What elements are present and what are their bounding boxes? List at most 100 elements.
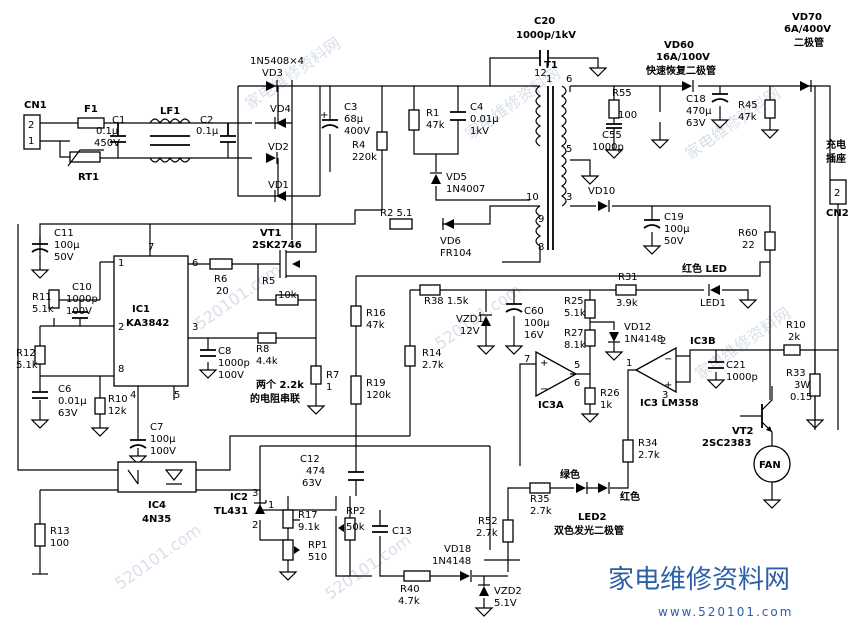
ground-symbol [306, 405, 326, 415]
vzd2-label: VZD2 [494, 586, 522, 597]
ground-symbol [604, 351, 624, 361]
svg-text:+: + [664, 380, 672, 391]
r40-value: 4.7k [398, 596, 420, 607]
t1-label: T1 [544, 60, 558, 71]
ic1-part: KA3842 [126, 318, 169, 329]
mosfet-vt1 [279, 224, 317, 300]
r34-value: 2.7k [638, 450, 660, 461]
capacitor-c11 [31, 243, 49, 253]
resistor-r4 [376, 131, 388, 151]
rp1-wiper [294, 546, 300, 554]
resistor-r2 [389, 218, 413, 230]
r34-label: R34 [638, 438, 658, 449]
r33-power: 3W [794, 380, 810, 391]
potentiometer-rp2 [344, 517, 356, 541]
r6-value: 20 [216, 286, 229, 297]
ground-symbol [476, 345, 524, 355]
r17-value: 9.1k [298, 522, 320, 533]
led1 [710, 285, 720, 295]
ic2-pin-3: 3 [252, 488, 258, 499]
wire [17, 224, 410, 574]
ic1-label: IC1 [132, 304, 150, 315]
led2-note: 双色发光二极管 [554, 524, 624, 537]
socket-label: 插座 [826, 152, 846, 165]
wire [519, 363, 591, 466]
r8-note: 两个 2.2k [256, 378, 304, 391]
c1-voltage: 450V [94, 138, 120, 149]
vt1-part: 2SK2746 [252, 240, 302, 251]
vd6-label: VD6 [440, 236, 461, 247]
resistor-r52 [502, 519, 514, 543]
r10-label: R10 [108, 394, 128, 405]
ic1-pin-2: 2 [118, 322, 124, 333]
c3-value: 68μ [344, 114, 364, 125]
vd18-label: VD18 [444, 544, 471, 555]
c12-value: 474 [306, 466, 325, 477]
resistor-r35 [529, 482, 551, 494]
cn1-connector [23, 114, 41, 150]
t1-pin-10: 10 [526, 192, 539, 203]
resistor-r16 [350, 305, 362, 327]
wire [652, 205, 771, 400]
diode-vd18 [460, 571, 470, 581]
ground-symbol [706, 379, 726, 389]
cn2-pin: 2 [834, 188, 840, 199]
opto-internal [127, 469, 184, 485]
c60-voltage: 16V [524, 330, 544, 341]
shunt-regulator-ic2 [254, 500, 267, 514]
rp2-label: RP2 [346, 506, 365, 517]
resistor-r5 [275, 294, 299, 306]
r5-label: R5 [262, 276, 275, 287]
r12-value: 5.1k [16, 360, 38, 371]
capacitor-c6 [32, 391, 48, 399]
c2-value: 0.1μ [196, 126, 219, 137]
resistor-r34 [622, 439, 634, 463]
wire [485, 290, 515, 346]
c4-label: C4 [470, 102, 483, 113]
capacitor-c2 [220, 123, 236, 143]
r1-value: 47k [426, 120, 445, 131]
t1-pin-8: 8 [538, 242, 544, 253]
cn1-label: CN1 [24, 100, 47, 111]
wire [590, 321, 615, 352]
r52-label: R52 [478, 516, 498, 527]
thermistor-slash [67, 149, 104, 167]
r4-label: R4 [352, 140, 365, 151]
r11-label: R11 [32, 292, 52, 303]
r7-value: 1 [326, 382, 332, 393]
c11-value: 100μ [54, 240, 80, 251]
t1-pin-1: 1 [546, 74, 552, 85]
vd4-label: VD4 [270, 104, 291, 115]
ground-symbol [588, 67, 608, 77]
r17-label: R17 [298, 510, 318, 521]
r5-value: 10k [278, 290, 297, 301]
resistor-r10-right [783, 344, 801, 356]
led2-red [598, 483, 608, 493]
vd1-label: VD1 [268, 180, 289, 191]
c6-value: 0.01μ [58, 396, 87, 407]
led1-label: LED1 [700, 298, 726, 309]
ground-symbol [30, 419, 50, 429]
ground-symbol [90, 427, 110, 437]
led2-red-label: 红色 [620, 490, 640, 503]
wire [590, 289, 749, 300]
wire [40, 224, 316, 430]
r35-value: 2.7k [530, 506, 552, 517]
c13-label: C13 [392, 526, 412, 537]
resistor-r7 [310, 365, 322, 385]
capacitor-c13 [372, 525, 388, 533]
ground-symbol [762, 499, 782, 509]
c21-value: 1000p [726, 372, 758, 383]
r25-label: R25 [564, 296, 584, 307]
resistor-r1 [408, 109, 420, 131]
c19-voltage: 50V [664, 236, 684, 247]
vt2-part: 2SC2383 [702, 438, 751, 449]
resistor-r31 [615, 284, 637, 296]
c18-label: C18 [686, 94, 706, 105]
ic4-label: IC4 [148, 500, 166, 511]
vzd1-label: VZD1 [456, 314, 484, 325]
capacitor-c20 [539, 50, 549, 66]
vd5-value: 1N4007 [446, 184, 485, 195]
vzd1-value: 12V [460, 326, 480, 337]
